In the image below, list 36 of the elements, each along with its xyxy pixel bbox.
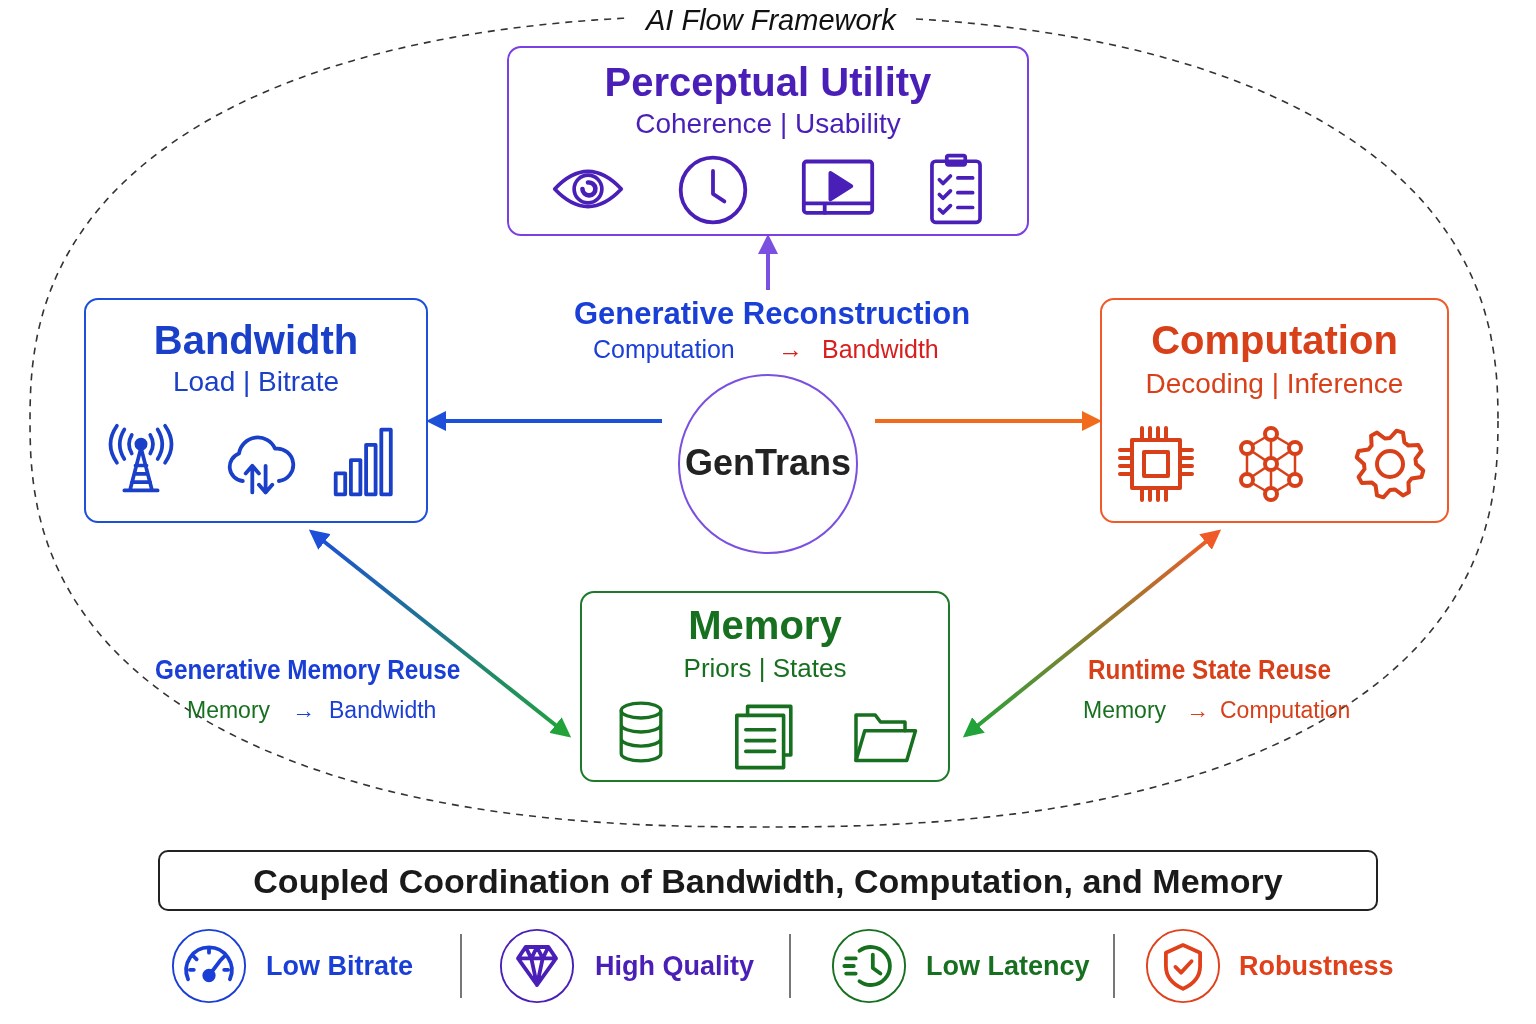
box-subtitle: Priors | States [682, 653, 848, 684]
quality-label: Low Latency [926, 951, 1090, 982]
box-subtitle: Coherence | Usability [634, 108, 902, 140]
box-subtitle: Load | Bitrate [171, 366, 340, 398]
arrow [426, 411, 662, 431]
box-subtitle: Decoding | Inference [1144, 368, 1405, 400]
double-arrow [962, 529, 1222, 738]
caption-title: Generative Reconstruction [572, 296, 972, 332]
box-title: Bandwidth [152, 318, 360, 363]
category-box [1100, 298, 1449, 523]
caption-text: Memory [187, 697, 271, 724]
caption-text: Memory [1083, 697, 1167, 724]
box-title: Computation [1150, 318, 1399, 363]
box-title: Perceptual Utility [603, 60, 933, 105]
quality-label: Low Bitrate [266, 951, 413, 982]
banner-box [158, 850, 1378, 911]
arrow-symbol: → [1186, 697, 1209, 724]
caption-text: Bandwidth [822, 335, 939, 364]
box-title: GenTrans [683, 442, 853, 484]
caption-text: Computation [593, 335, 735, 364]
box-title: Coupled Coordination of Bandwidth, Computation, and Memory [252, 862, 1284, 901]
caption-title: Runtime State Reuse [1088, 655, 1332, 686]
caption-text: Bandwidth [329, 697, 437, 724]
quality-label: Robustness [1239, 951, 1394, 982]
caption-text: Computation [1220, 697, 1351, 724]
box-title: Memory [687, 603, 843, 648]
caption-title: Generative Memory Reuse [155, 655, 461, 686]
category-box [580, 591, 950, 782]
arrow [758, 234, 778, 290]
quality-label: High Quality [595, 951, 754, 982]
double-arrow [308, 529, 572, 738]
arrow [875, 411, 1102, 431]
arrow-symbol: → [292, 697, 315, 724]
category-box [84, 298, 428, 523]
category-box [507, 46, 1029, 236]
arrow-symbol: → [778, 335, 803, 364]
